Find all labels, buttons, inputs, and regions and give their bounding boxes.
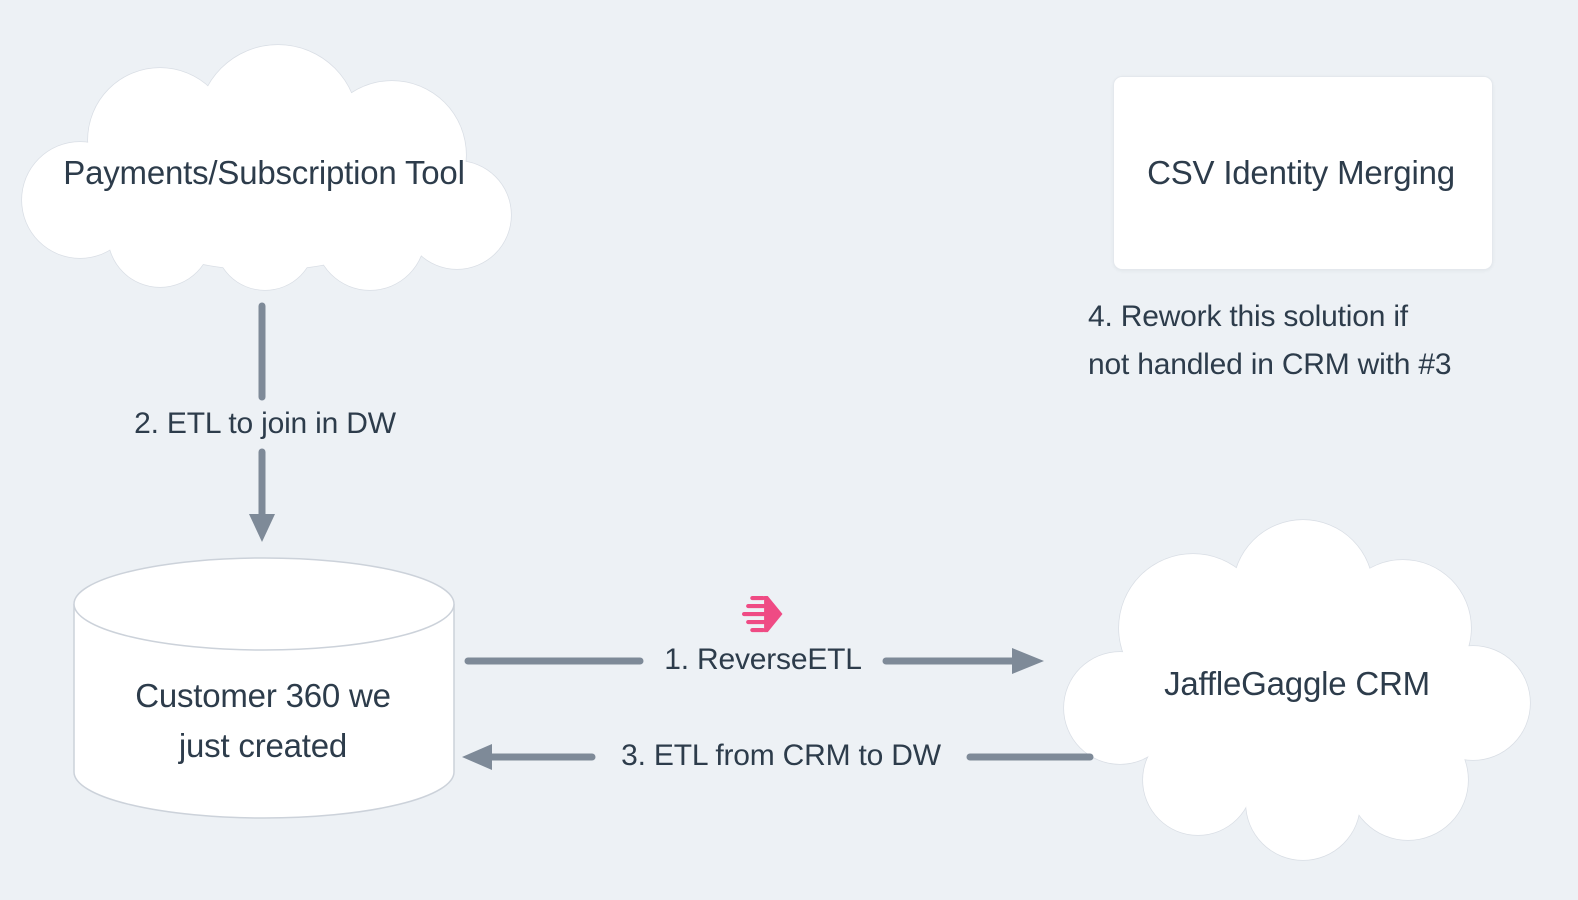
edge-label-etl-from-crm: 3. ETL from CRM to DW <box>621 739 941 772</box>
edge-label-reverse-etl: 1. ReverseETL <box>664 643 862 676</box>
rework-note-line2: not handled in CRM with #3 <box>1088 348 1452 381</box>
csv-identity-merging-card <box>1113 76 1493 270</box>
payments-cloud-label: Payments/Subscription Tool <box>63 154 465 192</box>
payments-cloud-shape <box>21 44 512 291</box>
edge-label-etl-join: 2. ETL to join in DW <box>134 407 396 440</box>
warehouse-cylinder-shape <box>73 557 455 819</box>
csv-card-label: CSV Identity Merging <box>1147 154 1455 192</box>
crm-cloud-shape <box>1063 519 1531 861</box>
reverse-etl-logo-icon <box>742 596 783 633</box>
edge-arrows <box>249 302 1094 770</box>
arrow-reverse-etl-right <box>464 648 1044 674</box>
rework-note: 4. Rework this solution if not handled i… <box>1088 293 1452 389</box>
warehouse-label-line1: Customer 360 we <box>135 677 391 714</box>
warehouse-label-line2: just created <box>178 727 348 764</box>
rework-note-line1: 4. Rework this solution if <box>1088 300 1408 333</box>
arrow-etl-join-down <box>249 302 275 542</box>
crm-cloud-label: JaffleGaggle CRM <box>1164 665 1430 703</box>
arrow-etl-from-crm-left <box>462 744 1094 770</box>
warehouse-cylinder-label: Customer 360 we just created <box>135 671 391 771</box>
